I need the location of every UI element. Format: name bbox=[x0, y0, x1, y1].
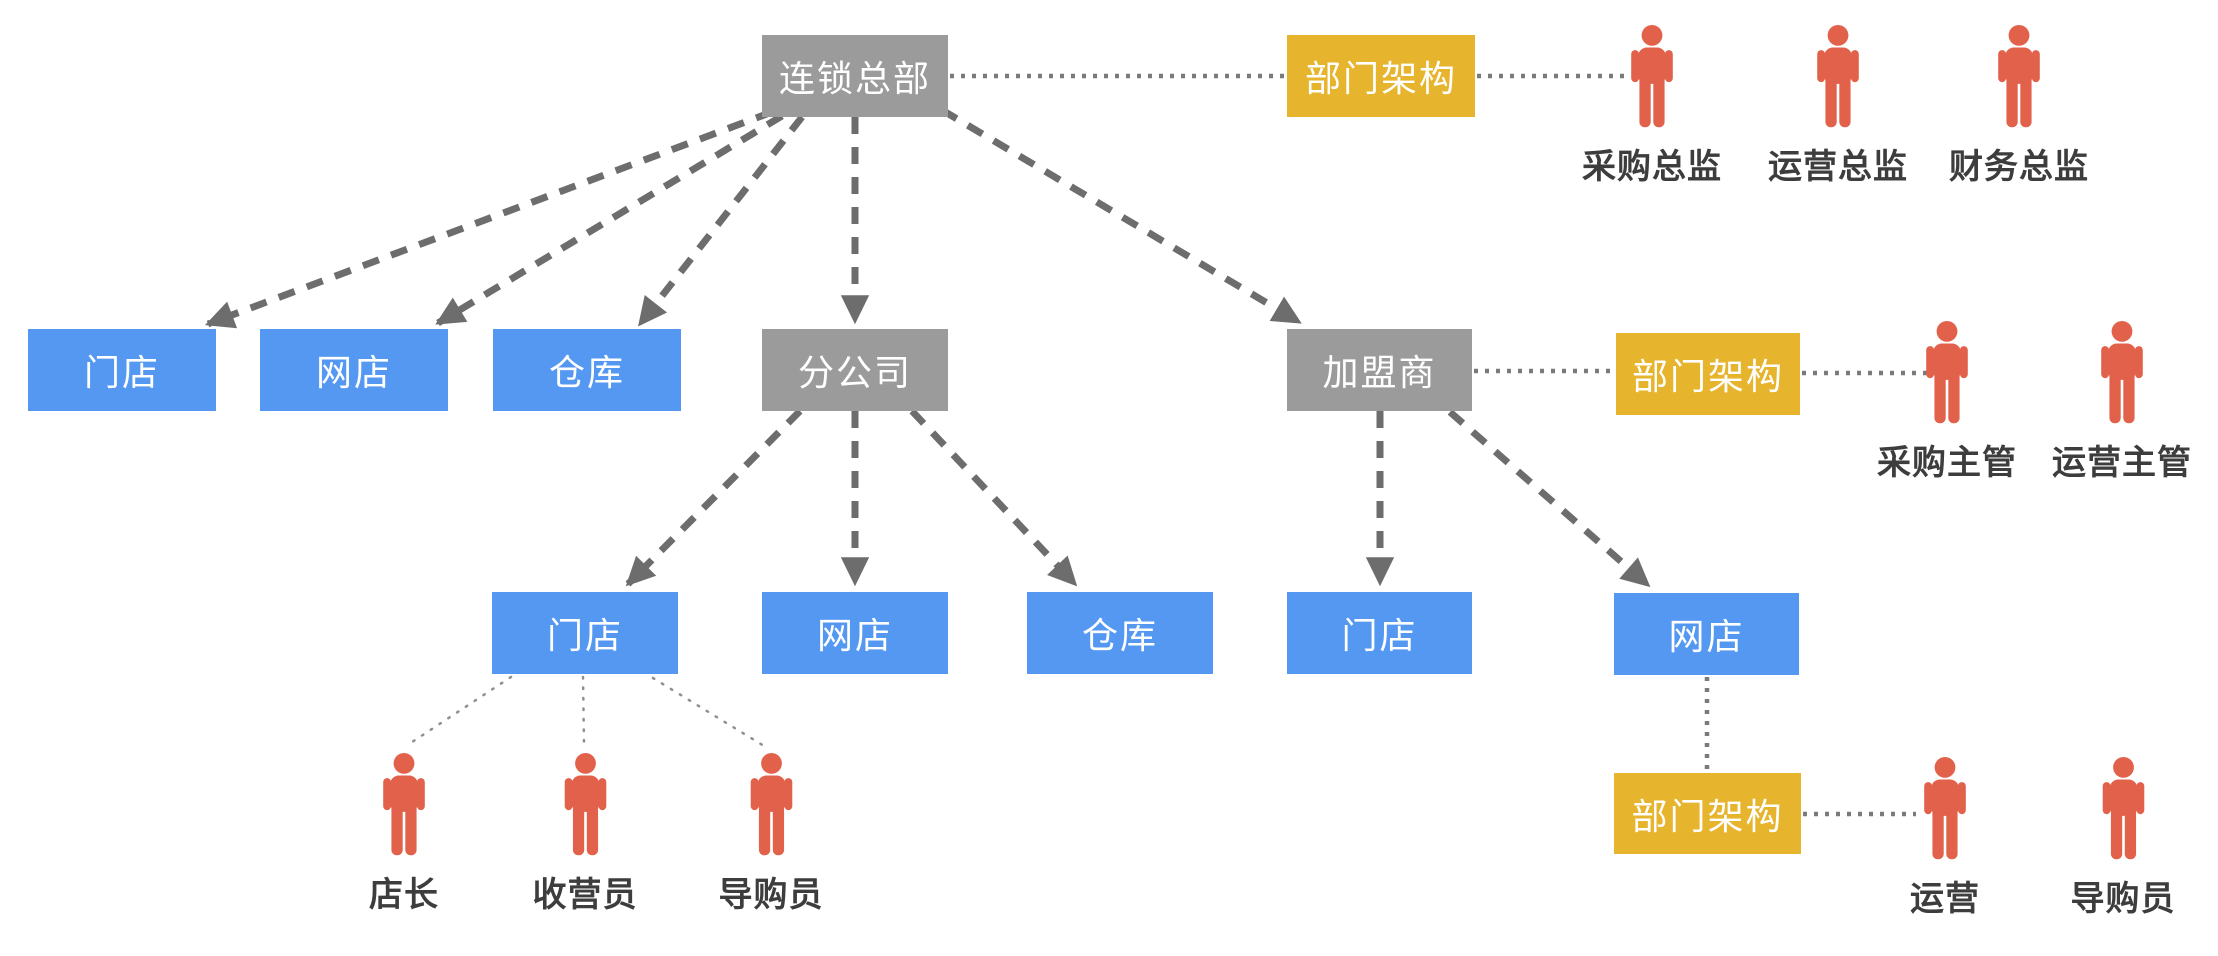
node-branch-store: 门店 bbox=[492, 592, 678, 674]
person-icon bbox=[383, 753, 425, 856]
person-finance-director: 财务总监 bbox=[1949, 22, 2089, 188]
person-operations-director: 运营总监 bbox=[1768, 22, 1908, 188]
person-purchasing-supervisor: 采购主管 bbox=[1877, 318, 2017, 484]
person-icon bbox=[1926, 321, 1968, 424]
person-operations-supervisor: 运营主管 bbox=[2052, 318, 2192, 484]
link-store-to-manager bbox=[404, 675, 513, 748]
person-shopping-guide: 导购员 bbox=[719, 750, 824, 916]
node-eshop-department: 部门架构 bbox=[1614, 773, 1801, 854]
person-cashier: 收营员 bbox=[533, 750, 638, 916]
link-store-to-cashier bbox=[581, 675, 586, 746]
person-label: 店长 bbox=[369, 876, 439, 914]
person-label: 运营总监 bbox=[1768, 148, 1908, 186]
person-eshop-operations: 运营 bbox=[1910, 754, 1980, 920]
person-label: 运营主管 bbox=[2052, 444, 2192, 482]
person-icon bbox=[1998, 25, 2040, 128]
person-icon bbox=[2101, 321, 2143, 424]
person-label: 采购主管 bbox=[1877, 444, 2017, 482]
node-franchisee-department: 部门架构 bbox=[1616, 333, 1800, 415]
arrow-hq-to-store bbox=[204, 108, 774, 329]
node-franchisee: 加盟商 bbox=[1287, 329, 1472, 411]
node-hq-store: 门店 bbox=[28, 329, 216, 411]
arrow-branch-to-warehouse bbox=[909, 408, 1078, 587]
node-franchisee-eshop: 网店 bbox=[1614, 593, 1799, 675]
node-franchisee-store: 门店 bbox=[1287, 592, 1472, 674]
node-branch: 分公司 bbox=[762, 329, 948, 411]
person-eshop-guide: 导购员 bbox=[2071, 754, 2176, 920]
person-icon bbox=[1817, 25, 1859, 128]
person-label: 导购员 bbox=[2070, 880, 2176, 918]
person-label: 收营员 bbox=[532, 876, 638, 914]
node-headquarters: 连锁总部 bbox=[762, 35, 948, 117]
person-label: 运营 bbox=[1910, 880, 1980, 918]
person-label: 导购员 bbox=[718, 876, 824, 914]
node-hq-department: 部门架构 bbox=[1287, 35, 1475, 117]
person-icon bbox=[564, 753, 606, 856]
arrow-franchisee-to-eshop bbox=[1447, 409, 1651, 588]
person-purchasing-director: 采购总监 bbox=[1582, 22, 1722, 188]
node-branch-eshop: 网店 bbox=[762, 592, 948, 674]
node-branch-warehouse: 仓库 bbox=[1027, 592, 1213, 674]
arrow-hq-to-eshop bbox=[435, 113, 784, 326]
person-store-manager: 店长 bbox=[369, 750, 439, 916]
person-icon bbox=[1631, 25, 1673, 128]
person-icon bbox=[2102, 757, 2144, 860]
node-hq-eshop: 网店 bbox=[260, 329, 448, 411]
person-label: 财务总监 bbox=[1949, 148, 2089, 186]
person-icon bbox=[750, 753, 792, 856]
arrow-hq-to-franchisee bbox=[940, 106, 1302, 326]
person-icon bbox=[1924, 757, 1966, 860]
person-label: 采购总监 bbox=[1582, 148, 1722, 186]
link-store-to-guide bbox=[651, 676, 766, 748]
fine-dotted-links bbox=[404, 675, 766, 748]
arrow-hq-to-warehouse bbox=[637, 114, 805, 327]
node-hq-warehouse: 仓库 bbox=[493, 329, 681, 411]
arrow-branch-to-store bbox=[625, 408, 803, 587]
